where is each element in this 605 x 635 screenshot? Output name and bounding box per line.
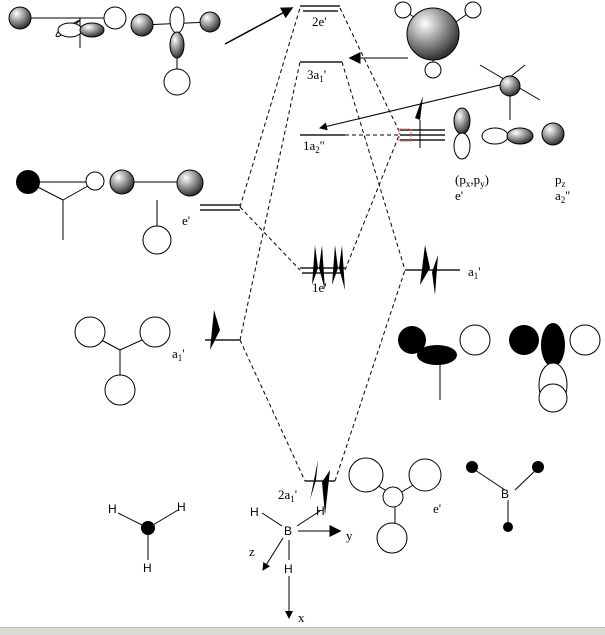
atom-h2: H	[177, 500, 186, 514]
axis-h2: H	[316, 504, 325, 518]
label-1a2: 1a2''	[303, 138, 324, 155]
left-e-level: e'	[182, 204, 240, 228]
label-1e: 1e'	[312, 280, 327, 295]
orbital-left-e-a	[16, 170, 105, 240]
axis-b: B	[284, 524, 292, 538]
label-2e: 2e'	[312, 14, 327, 29]
orbital-p-atomic: (px,py) e' pz a2''	[453, 107, 570, 205]
orbital-right-a1-a	[398, 324, 491, 400]
atom-h1: H	[108, 502, 117, 516]
atom-b-right: B	[501, 487, 509, 501]
label-pxpy-sym: e'	[455, 188, 463, 203]
right-p-levels	[398, 96, 445, 148]
level-2a1: 2a1'	[278, 460, 335, 515]
axis-h3: H	[284, 562, 293, 576]
orbital-bottom-right: B	[466, 461, 544, 532]
label-pz: pz	[555, 172, 566, 189]
axis-z-label: z	[249, 544, 255, 559]
left-a1-label: a1'	[172, 346, 185, 363]
atom-h3: H	[143, 561, 152, 575]
orbital-bottom-e: e'	[348, 457, 442, 554]
correlation-lines	[239, 7, 406, 482]
orbital-left-e-b	[109, 169, 204, 255]
arrow-2e	[224, 7, 294, 45]
bottom-e-label: e'	[433, 501, 441, 516]
level-1e: 1e'	[300, 245, 345, 295]
bh3-small: H H H	[108, 500, 186, 575]
axis-y-label: y	[346, 528, 353, 543]
level-3a1: 3a1'	[300, 61, 342, 84]
axis-x-label: x	[298, 610, 305, 625]
label-pz-sym: a2''	[555, 188, 570, 205]
orbital-2e-b	[130, 6, 221, 96]
label-3a1: 3a1'	[307, 67, 326, 84]
coordinate-axes: H H B y z H x	[249, 504, 353, 625]
orbital-right-a1-b	[509, 323, 601, 413]
bottom-bar	[0, 627, 605, 635]
orbital-left-a1	[74, 316, 171, 406]
orbital-2e-a	[8, 6, 127, 48]
level-2e: 2e'	[300, 5, 340, 29]
orbital-3a1	[394, 1, 482, 79]
right-a1-level: a1'	[405, 245, 481, 295]
left-e-label: e'	[182, 213, 190, 228]
right-a1-label: a1'	[468, 264, 481, 281]
label-pxpy: (px,py)	[455, 172, 489, 189]
level-1a2: 1a2''	[300, 134, 345, 155]
orbital-1a2	[479, 64, 541, 120]
arrow-1a2	[319, 84, 501, 131]
left-a1-level: a1'	[172, 310, 240, 363]
label-2a1: 2a1'	[278, 487, 297, 504]
axis-h1: H	[250, 505, 259, 519]
